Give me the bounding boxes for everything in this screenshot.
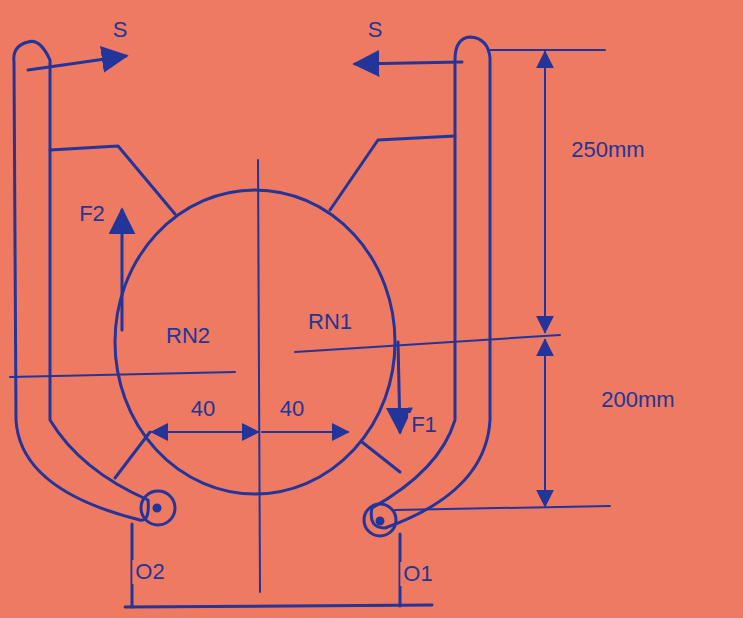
force-arrow [355,62,462,64]
force-label: S [365,18,386,42]
dimension-line [544,340,546,506]
dimension-line [262,431,348,433]
pivot-label: O1 [400,562,435,586]
left-shoe [50,146,175,214]
left-lever [14,41,149,520]
brake-drum [115,190,395,494]
pivot [364,504,396,536]
force-arrow [28,56,126,70]
reaction-label: RN2 [163,324,213,348]
dimension-label: 250mm [568,138,647,162]
pivot-label: O2 [132,560,167,584]
reaction-label: RN1 [305,310,355,334]
centre-line [10,372,235,377]
pivot [141,491,175,525]
right-shoe [330,136,455,210]
pivot-pin [377,518,383,524]
force-label: F1 [408,413,440,437]
force-arrow [121,210,124,330]
pivot-pin [154,505,160,511]
right-lever [371,37,490,528]
centre-line [295,335,560,352]
extension-line [395,506,610,510]
dimension-label: 40 [277,397,307,421]
dimension-line [544,52,546,332]
force-label: F2 [76,202,108,226]
force-arrow [398,342,400,432]
dimension-label: 200mm [598,388,677,412]
force-label: S [110,18,131,42]
dimension-line [152,431,258,433]
dimension-label: 40 [188,397,218,421]
centre-line [258,160,260,592]
extension-line [490,49,605,51]
ground-line [125,605,432,607]
left-shoe [115,432,150,478]
right-shoe [362,442,400,472]
